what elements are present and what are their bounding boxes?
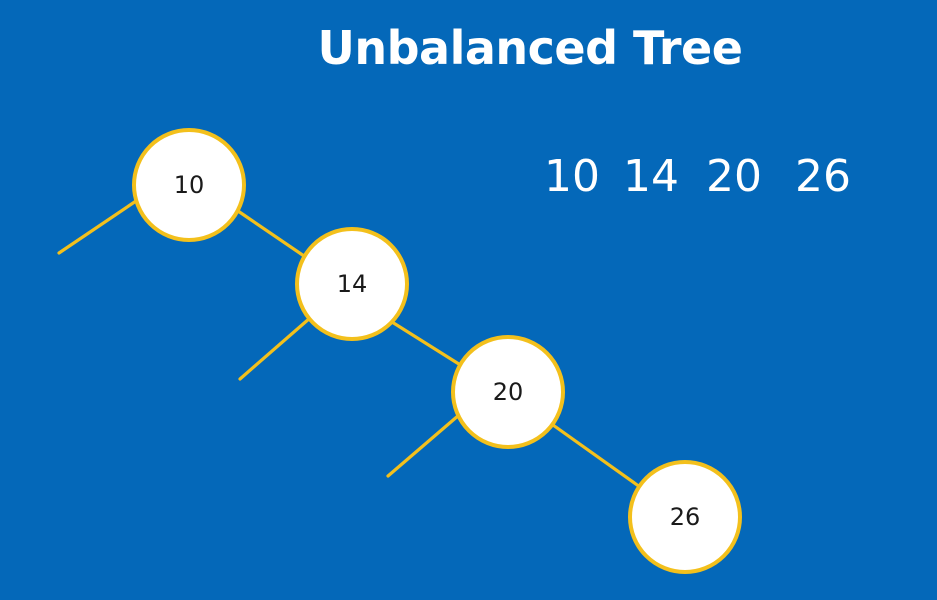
node-label: 26 xyxy=(670,503,701,531)
sequence-value: 26 xyxy=(795,151,851,202)
tree-edge-10-14 xyxy=(236,209,306,258)
node-circle xyxy=(451,335,565,449)
tree-edge-20-26 xyxy=(551,423,642,489)
node-label: 10 xyxy=(174,171,205,199)
node-circle xyxy=(628,460,742,574)
left-branch-stub xyxy=(386,413,461,478)
tree-node-20: 20 xyxy=(451,335,565,449)
value-sequence: 10 14 20 26 xyxy=(540,148,870,208)
tree-node-10: 10 xyxy=(132,128,246,242)
tree-node-26: 26 xyxy=(628,460,742,574)
node-label: 14 xyxy=(337,270,368,298)
tree-node-14: 14 xyxy=(295,227,409,341)
left-branch-stub xyxy=(57,199,138,255)
sequence-value: 10 xyxy=(544,151,600,202)
node-circle xyxy=(132,128,246,242)
sequence-value: 20 xyxy=(706,151,762,202)
sequence-value: 14 xyxy=(623,151,679,202)
node-circle xyxy=(295,227,409,341)
diagram-title: Unbalanced Tree xyxy=(317,21,743,75)
left-branch-stub xyxy=(238,316,312,381)
node-label: 20 xyxy=(493,378,524,406)
tree-edge-14-20 xyxy=(390,320,464,368)
